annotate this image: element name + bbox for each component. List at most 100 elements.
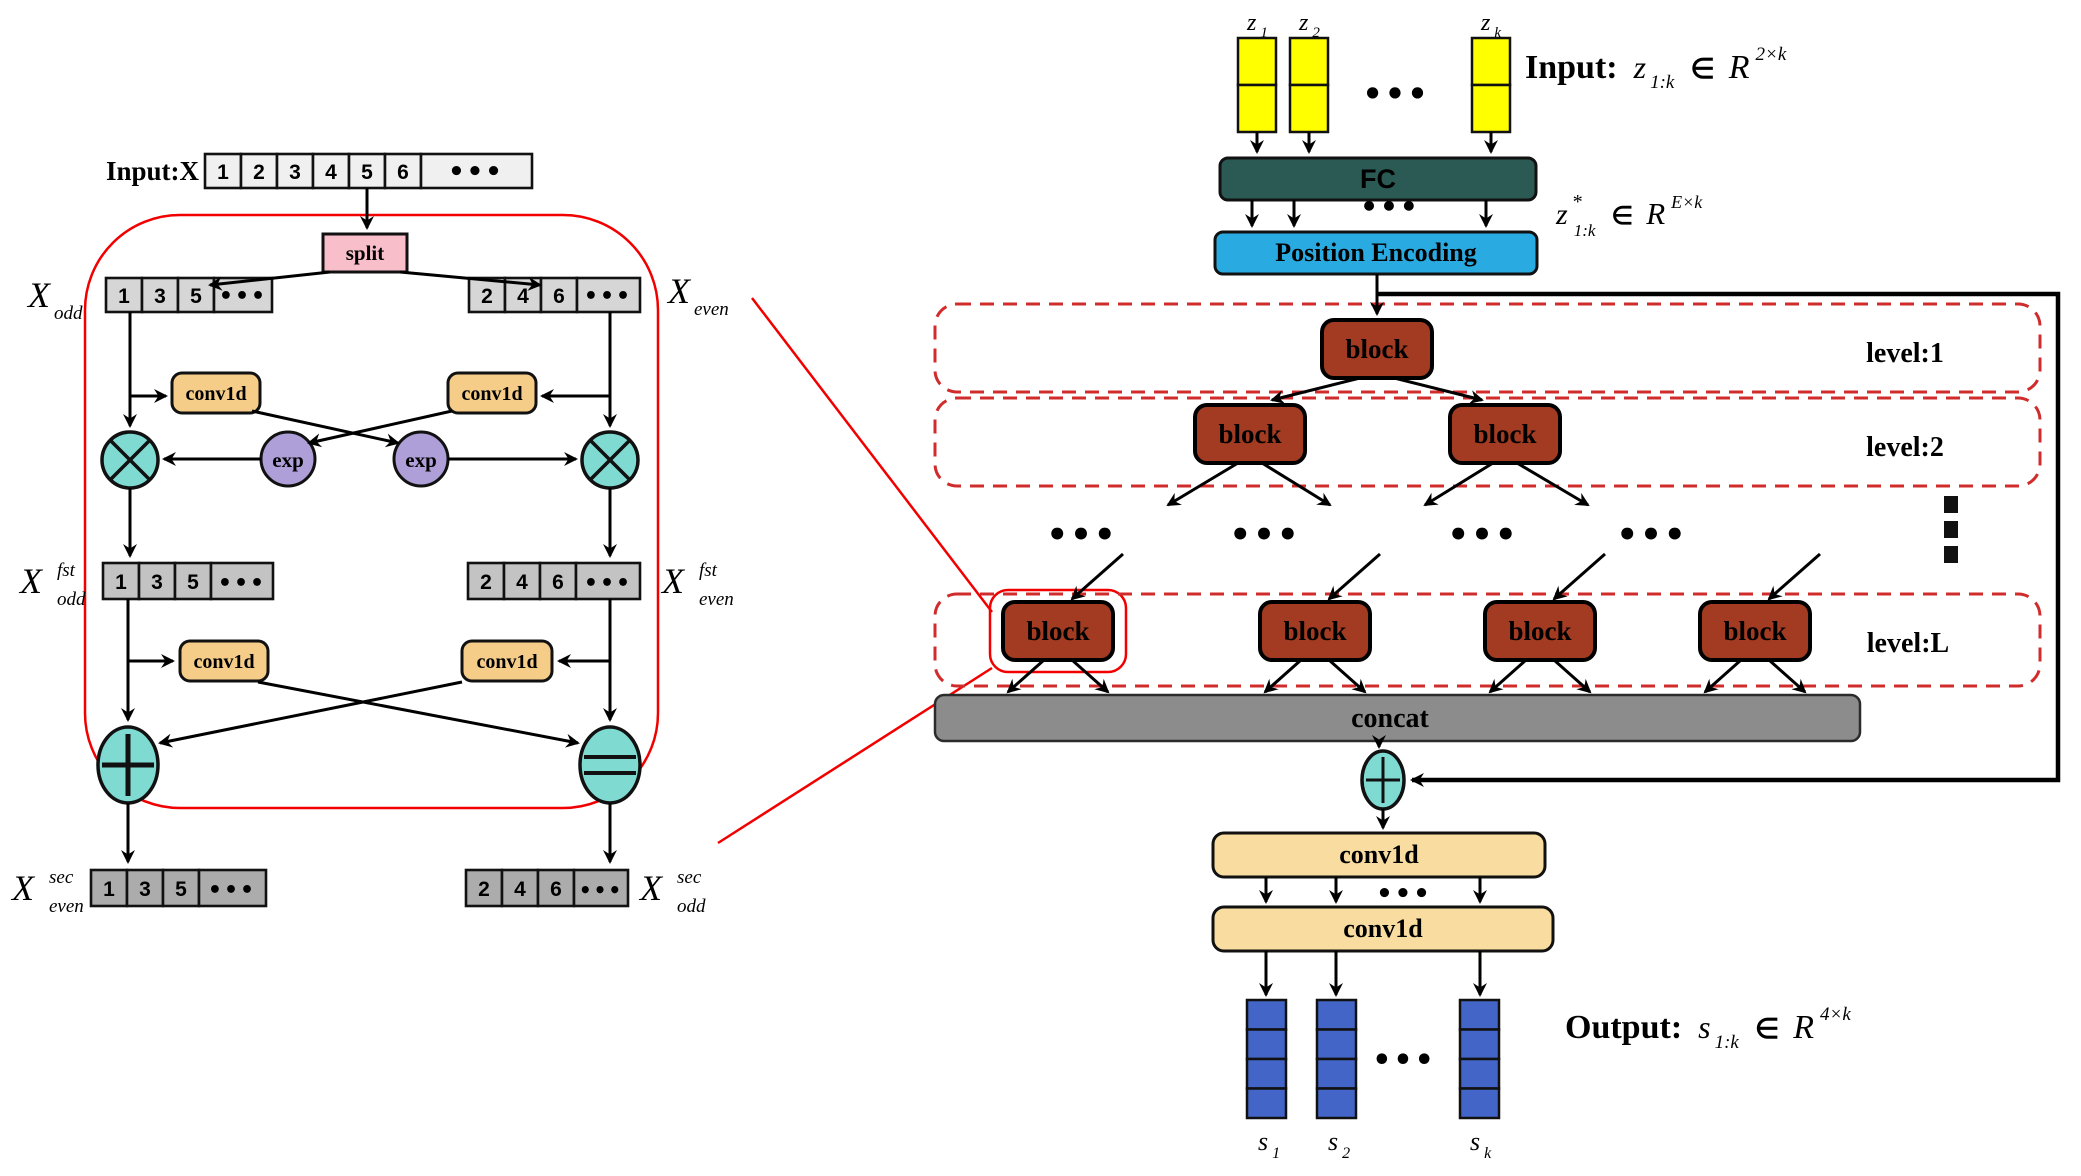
svg-text:conv1d: conv1d (1339, 840, 1419, 869)
z2-label: z 2 (1298, 10, 1320, 41)
svg-text:4: 4 (516, 571, 528, 594)
svg-text:block: block (1508, 616, 1571, 646)
svg-text:conv1d: conv1d (193, 651, 254, 673)
conv1d-box (460, 639, 554, 683)
ellipsis: ••• (579, 878, 623, 902)
svg-text:exp: exp (405, 448, 437, 472)
conv1d-box (446, 371, 538, 415)
block-box (1193, 403, 1307, 465)
svg-text:1: 1 (118, 285, 130, 308)
svg-text:6: 6 (553, 285, 565, 308)
s2-label: s 2 (1328, 1127, 1350, 1162)
svg-text:6: 6 (552, 571, 564, 594)
conv1d-box (178, 639, 270, 683)
s1-label: s 1 (1258, 1127, 1280, 1162)
ellipsis: ••• (208, 878, 256, 903)
fc-label: FC (1360, 164, 1396, 194)
ellipsis: ••• (448, 157, 504, 187)
level-1-label: level:1 (1866, 338, 1944, 369)
svg-text:3: 3 (154, 285, 166, 308)
input-formula: Input: z 1:k ∈ R 2×k (1525, 44, 1787, 93)
block-box (1698, 600, 1812, 662)
z1-label: z 1 (1246, 10, 1268, 41)
zoom-link-lines (717, 297, 1128, 845)
x-fst-even-array: 2 4 6 ••• (466, 561, 642, 601)
tree-arrows (1006, 274, 1821, 694)
block-box (1483, 600, 1597, 662)
svg-text:3: 3 (289, 161, 301, 184)
multiply-icon (100, 430, 160, 490)
inputx-array: 1 2 3 4 5 6 ••• (203, 152, 534, 190)
ellipsis: ••• (584, 284, 632, 309)
conv1d-bar (1211, 831, 1547, 879)
ellipsis: ••• (1616, 515, 1687, 555)
s-output-columns (1245, 998, 1501, 1120)
svg-text:1: 1 (115, 571, 127, 594)
x-fst-even-label: X fst even (660, 560, 734, 610)
x-sec-odd-label: X sec odd (638, 867, 706, 917)
svg-text:4: 4 (514, 878, 526, 901)
hidden-formula: z * 1:k ∈ R E×k (1555, 191, 1703, 240)
block-box (1320, 318, 1434, 380)
svg-text:2: 2 (478, 878, 490, 901)
add-icon (96, 725, 160, 805)
position-encoding-label: Position Encoding (1275, 238, 1477, 267)
x-sec-even-array: 1 3 5 ••• (89, 868, 268, 908)
subtract-icon (578, 725, 642, 805)
level-1-region (933, 302, 2042, 394)
output-formula: Output: s 1:k ∈ R 4×k (1565, 1004, 1851, 1053)
svg-text:5: 5 (187, 571, 199, 594)
ellipsis: ••• (584, 571, 632, 596)
svg-text:conv1d: conv1d (476, 651, 537, 673)
conv1d-box (170, 371, 262, 415)
skip-connection-line (1377, 291, 2061, 787)
svg-text:4: 4 (325, 161, 337, 184)
level-2-label: level:2 (1866, 432, 1944, 463)
ellipsis: ••• (1362, 75, 1429, 113)
z-input-columns (1236, 36, 1512, 134)
svg-text:conv1d: conv1d (185, 383, 246, 405)
concat-bar (933, 693, 1862, 743)
x-odd-label: X odd (26, 275, 83, 324)
ellipsis: ••• (1229, 515, 1300, 555)
split-box (321, 232, 409, 274)
svg-text:1: 1 (217, 161, 229, 184)
conv1d-bar (1211, 905, 1555, 953)
ellipsis: ••• (1046, 515, 1117, 555)
svg-text:6: 6 (550, 878, 562, 901)
split-label: split (346, 241, 385, 265)
sk-label: s k (1470, 1127, 1492, 1162)
x-fst-odd-label: X fst odd (18, 560, 86, 610)
svg-text:6: 6 (397, 161, 409, 184)
level-L-region (933, 592, 2042, 688)
svg-text:4: 4 (517, 285, 529, 308)
svg-text:conv1d: conv1d (461, 383, 522, 405)
inputx-label: Input:X (106, 156, 200, 186)
svg-text:5: 5 (190, 285, 202, 308)
ellipsis: ••• (218, 571, 266, 596)
svg-text:5: 5 (361, 161, 373, 184)
x-fst-odd-array: 1 3 5 ••• (101, 561, 275, 601)
concat-label: concat (1351, 703, 1429, 734)
svg-text:3: 3 (139, 878, 151, 901)
svg-text:2: 2 (480, 571, 492, 594)
block-tree: block block block block block block bloc… (1001, 318, 1812, 662)
output-flow-arrows (1245, 132, 1498, 997)
svg-text:2: 2 (253, 161, 265, 184)
block-box (1001, 600, 1115, 662)
level-2-region (933, 396, 2042, 488)
block-box (1448, 403, 1562, 465)
block-detail-enclosure (83, 213, 660, 810)
svg-text:block: block (1345, 334, 1408, 364)
ellipsis: ••• (1372, 1043, 1436, 1078)
svg-text:3: 3 (151, 571, 163, 594)
x-sec-odd-array: 2 4 6 ••• (464, 868, 630, 908)
x-even-array: 2 4 6 ••• (467, 276, 642, 314)
ellipsis: ••• (1447, 515, 1518, 555)
svg-text:block: block (1473, 419, 1536, 449)
left-flow-arrows (121, 188, 617, 864)
ellipsis: ••• (1360, 190, 1420, 223)
svg-text:block: block (1723, 616, 1786, 646)
x-sec-even-label: X sec even (10, 867, 84, 917)
